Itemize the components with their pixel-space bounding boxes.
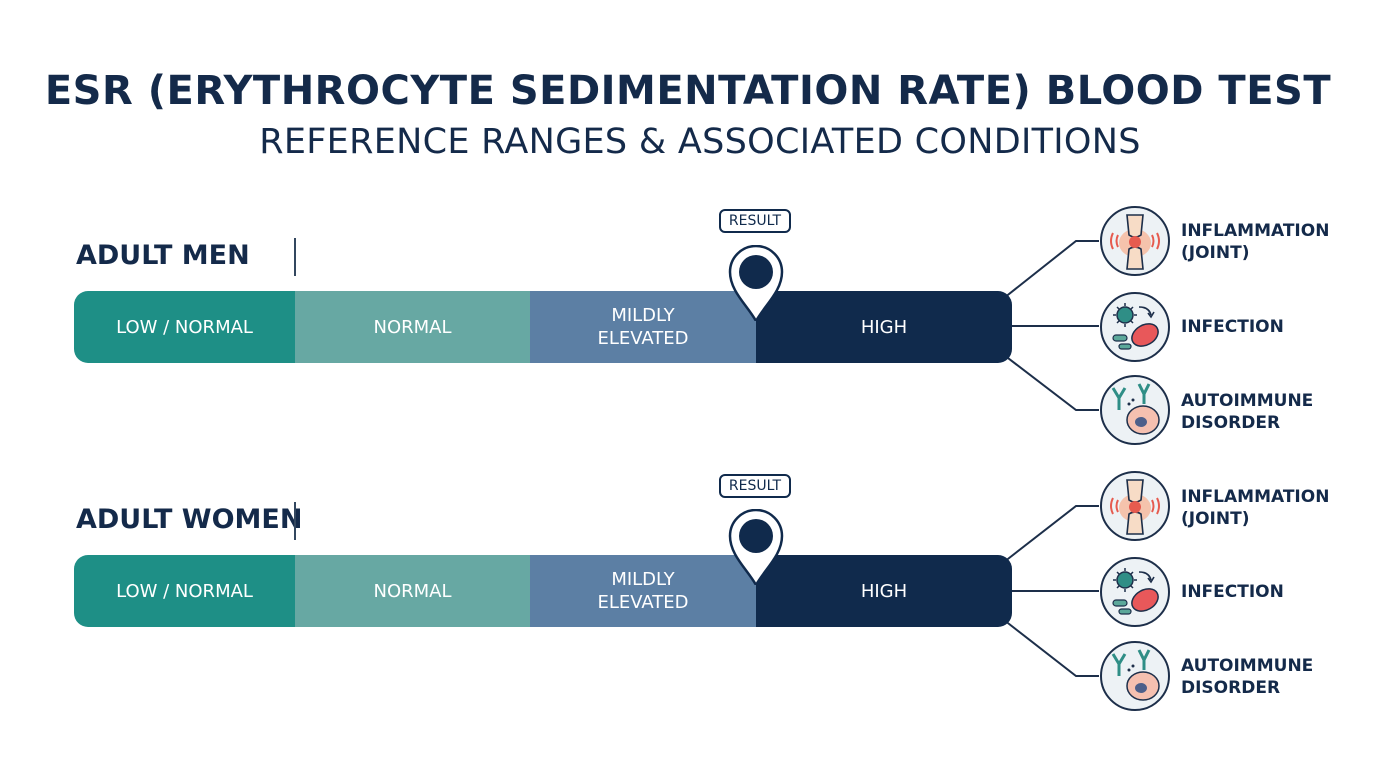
segment-low-normal: LOW / NORMAL xyxy=(74,555,295,627)
condition-autoimmune-label: AUTOIMMUNE DISORDER xyxy=(1181,656,1314,698)
segment-high: HIGH xyxy=(756,555,1012,627)
condition-autoimmune-label: AUTOIMMUNE DISORDER xyxy=(1181,391,1314,433)
condition-inflammation-label: INFLAMMATION (JOINT) xyxy=(1181,221,1330,263)
condition-infection-label: INFECTION xyxy=(1181,582,1284,602)
result-tag: RESULT xyxy=(719,209,791,233)
page-title: ESR (ERYTHROCYTE SEDIMENTATION RATE) BLO… xyxy=(44,68,1332,114)
label-divider xyxy=(294,238,296,276)
joint-icon xyxy=(1100,206,1170,276)
segment-normal: NORMAL xyxy=(295,555,530,627)
range-bar: LOW / NORMAL NORMAL MILDLY ELEVATED HIGH xyxy=(74,291,1012,363)
segment-mildly-elevated: MILDLY ELEVATED xyxy=(530,555,756,627)
group-label: ADULT MEN xyxy=(76,240,250,271)
autoimmune-icon xyxy=(1100,641,1170,711)
segment-high: HIGH xyxy=(756,291,1012,363)
autoimmune-icon xyxy=(1100,375,1170,445)
joint-icon xyxy=(1100,471,1170,541)
result-tag: RESULT xyxy=(719,474,791,498)
result-pin-icon xyxy=(728,509,784,585)
segment-mildly-elevated: MILDLY ELEVATED xyxy=(530,291,756,363)
label-divider xyxy=(294,502,296,540)
group-label: ADULT WOMEN xyxy=(76,504,303,535)
infection-icon xyxy=(1100,292,1170,362)
condition-inflammation-label: INFLAMMATION (JOINT) xyxy=(1181,487,1330,529)
segment-normal: NORMAL xyxy=(295,291,530,363)
result-pin-icon xyxy=(728,245,784,321)
infection-icon xyxy=(1100,557,1170,627)
condition-infection-label: INFECTION xyxy=(1181,317,1284,337)
page-subtitle: REFERENCE RANGES & ASSOCIATED CONDITIONS xyxy=(259,122,1141,162)
range-bar: LOW / NORMAL NORMAL MILDLY ELEVATED HIGH xyxy=(74,555,1012,627)
segment-low-normal: LOW / NORMAL xyxy=(74,291,295,363)
